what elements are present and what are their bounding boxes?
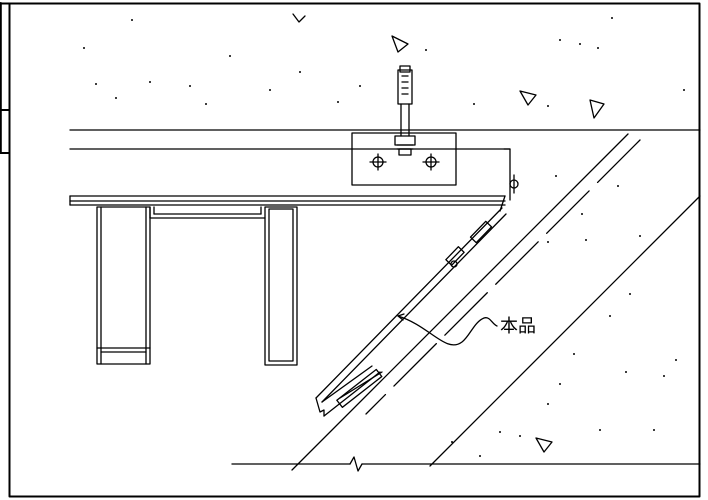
- concrete-aggregate: [292, 13, 605, 453]
- drawing-frame: [8, 2, 701, 498]
- slope-line-lower: [429, 195, 701, 467]
- slope-line-upper: [291, 133, 629, 471]
- frame-left-tab: [0, 2, 11, 154]
- horizontal-beam: [69, 148, 511, 206]
- slope-centerline: [365, 139, 641, 415]
- end-bracket: [499, 148, 519, 212]
- sloped-member: [315, 207, 507, 417]
- left-post: [96, 206, 151, 365]
- connection-plate: [351, 132, 457, 186]
- callout-arrowhead: [397, 313, 405, 321]
- callout-leader: [397, 315, 498, 346]
- anchor-bolt: [394, 65, 416, 156]
- channel-member: [149, 206, 266, 219]
- ground-line: [231, 456, 701, 472]
- concrete-stipple: [83, 17, 685, 457]
- callout-label: 本品: [500, 316, 536, 337]
- right-post: [264, 206, 298, 366]
